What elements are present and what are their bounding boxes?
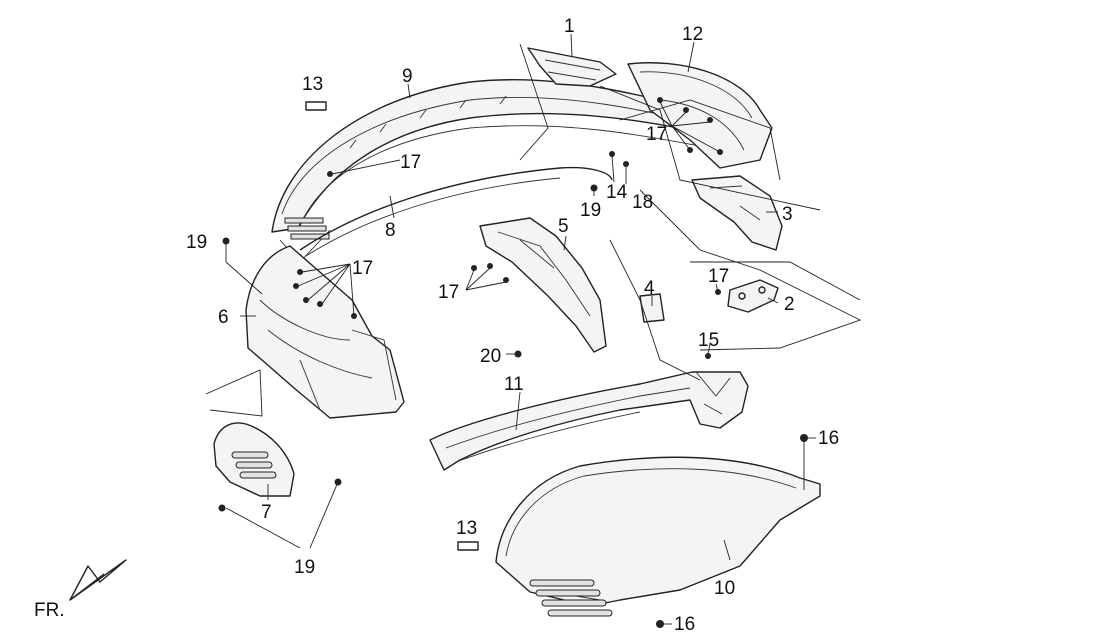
label-part-16-top: 16 (818, 428, 839, 449)
label-part-17-right: 17 (646, 124, 667, 145)
part-3-side-bracket (691, 175, 783, 251)
label-part-19-center: 19 (580, 200, 601, 221)
assembly-guide-lines (205, 43, 862, 417)
bolt-19-center (590, 184, 598, 192)
label-part-9: 9 (402, 66, 413, 87)
bolt-17-left-a (297, 269, 303, 275)
part-1-top-bracket (527, 47, 617, 87)
label-part-10: 10 (714, 578, 735, 599)
bolt-16-bottom (656, 620, 664, 628)
label-part-13-top: 13 (302, 74, 323, 95)
bolt-17-top (327, 171, 333, 177)
label-part-13-bottom: 13 (456, 518, 477, 539)
bolt-18 (623, 161, 629, 167)
leader-lines (225, 33, 816, 625)
bolt-15 (705, 353, 711, 359)
label-part-17-left: 17 (352, 258, 373, 279)
label-part-4: 4 (644, 278, 655, 299)
part-5-center-bracket (479, 217, 607, 353)
label-part-18: 18 (632, 192, 653, 213)
bolt-17-left-d (317, 301, 323, 307)
callout-labels: 1 2 3 4 5 6 7 8 9 10 11 12 13 13 14 15 1… (34, 16, 839, 635)
bolt-14 (609, 151, 615, 157)
bolt-17-right-e (657, 97, 663, 103)
bolt-17-left-c (303, 297, 309, 303)
bolt-17-center-b (487, 263, 493, 269)
label-part-15: 15 (698, 330, 719, 351)
bolt-17-right-a (683, 107, 689, 113)
label-part-7: 7 (261, 502, 272, 523)
part-12-side-piece (627, 62, 773, 169)
label-part-17-center: 17 (438, 282, 459, 303)
part-8-inner-rail (299, 166, 613, 257)
label-part-8: 8 (385, 220, 396, 241)
part-13-tape-box-top (305, 101, 327, 111)
bolt-17-right-b (707, 117, 713, 123)
bolt-17-center-a (471, 265, 477, 271)
bolt-17-left-b (293, 283, 299, 289)
part-2-small-plate (727, 279, 779, 313)
label-part-3: 3 (782, 204, 793, 225)
label-part-6: 6 (218, 307, 229, 328)
front-direction-indicator (69, 559, 127, 601)
part-10-large-cover (495, 456, 821, 617)
label-part-19-left: 19 (186, 232, 207, 253)
label-part-1: 1 (564, 16, 575, 37)
bolt-19-bottom-a (218, 504, 226, 512)
part-4-small-cover (639, 293, 665, 323)
part-11-lower-cover (429, 371, 749, 471)
part-13-tape-box-bottom (457, 541, 479, 551)
label-part-16-bottom: 16 (674, 614, 695, 635)
label-part-14: 14 (606, 182, 628, 203)
bolt-17-center-c (503, 277, 509, 283)
label-front: FR. (34, 600, 65, 621)
label-part-12: 12 (682, 24, 703, 45)
label-part-2: 2 (784, 294, 795, 315)
label-part-19-bottom: 19 (294, 557, 315, 578)
label-part-11: 11 (504, 374, 524, 395)
label-part-17-plate: 17 (708, 266, 729, 287)
part-7-vent-cover (213, 422, 295, 497)
label-part-20: 20 (480, 346, 501, 367)
part-6-left-panel (245, 245, 405, 419)
label-part-17-top: 17 (400, 152, 421, 173)
label-part-5: 5 (558, 216, 569, 237)
